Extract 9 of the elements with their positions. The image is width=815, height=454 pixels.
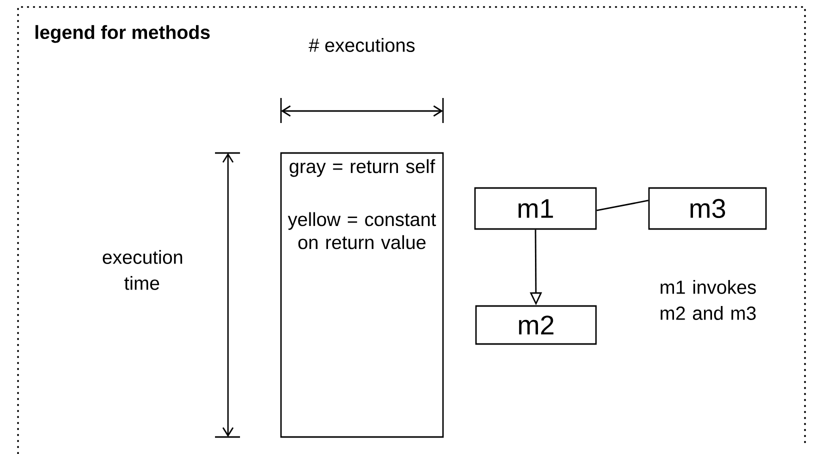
title: legend for methods [36, 25, 210, 43]
method-box: m3 [648, 187, 767, 230]
annotation: execution time [102, 250, 182, 290]
legend-box: gray = return self yellow = constant on return value [280, 152, 444, 438]
annotation: m1 invokes m2 and m3 [660, 280, 756, 320]
method-box: m2 [475, 305, 597, 345]
method-box: m1 [474, 187, 597, 230]
annotation: # executions [308, 38, 415, 52]
connector [596, 200, 648, 212]
